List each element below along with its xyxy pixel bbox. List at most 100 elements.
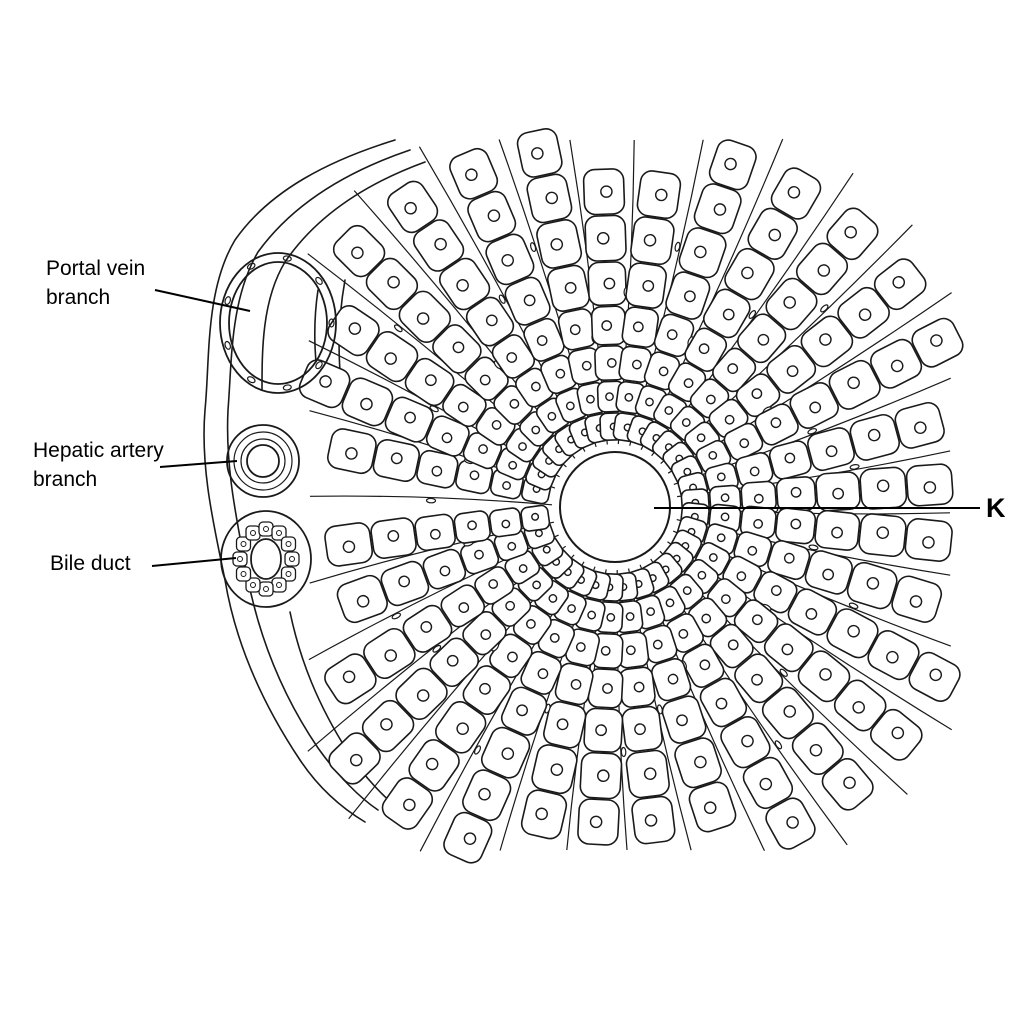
sinusoid-nucleus: [473, 745, 482, 755]
hepatocyte: [500, 686, 548, 736]
hepatocyte: [504, 549, 541, 585]
hepatocyte: [449, 147, 499, 200]
hepatocyte: [787, 588, 838, 636]
hepatocyte: [365, 257, 419, 311]
hepatocyte: [807, 427, 855, 472]
hepatic-artery-label: Hepatic artery: [33, 439, 164, 462]
hepatocyte-cord: [443, 564, 598, 864]
hepatocyte: [724, 247, 775, 301]
cholangiocyte: [280, 536, 297, 552]
hepatocyte: [742, 756, 794, 810]
hepatocyte: [684, 327, 728, 372]
hepatocyte: [465, 296, 515, 347]
hepatocyte: [520, 504, 551, 532]
sinusoid-nucleus: [808, 544, 819, 551]
cholangiocyte: [235, 536, 252, 552]
hepatocyte: [332, 224, 386, 278]
hepatocyte: [504, 276, 551, 326]
hepatocyte: [765, 277, 818, 331]
cholangiocyte-nucleus: [240, 571, 247, 577]
hepatocyte: [429, 637, 480, 688]
hepatocyte: [440, 584, 486, 628]
hepatocyte: [408, 739, 460, 792]
hepatocyte: [869, 708, 923, 761]
hepatocyte: [443, 811, 493, 864]
hepatocyte: [414, 513, 456, 552]
hepatocyte-cord: [327, 304, 565, 478]
hepatocyte: [665, 271, 711, 320]
sinusoid-nucleus: [779, 668, 788, 677]
hepatocyte: [681, 643, 725, 688]
hepatocyte: [720, 716, 771, 769]
portal-vein-leader: [154, 289, 251, 312]
hepatocyte: [526, 173, 573, 224]
hepatocyte: [815, 471, 861, 512]
hepatocyte: [859, 466, 908, 510]
hepatocyte: [674, 737, 722, 789]
endothelial-nucleus: [224, 296, 232, 306]
hepatocyte: [546, 264, 591, 312]
hepatocyte: [395, 667, 448, 720]
hepatocyte: [336, 574, 388, 624]
hepatocyte: [797, 650, 851, 703]
hepatocyte: [523, 317, 565, 362]
hepatocyte: [567, 347, 603, 386]
hepatocyte: [631, 795, 676, 845]
hepatocyte: [712, 347, 757, 393]
hepatocyte: [324, 653, 377, 705]
hepatocyte: [455, 459, 494, 495]
hepatocyte: [462, 665, 512, 716]
portal-vein-label-line2: branch: [46, 286, 111, 309]
hepatocyte: [891, 575, 943, 623]
hepatocyte: [485, 233, 535, 286]
hepatocyte-cord: [625, 567, 737, 833]
hepatocyte: [699, 677, 748, 728]
cholangiocyte-nucleus: [276, 530, 282, 536]
hepatocyte: [837, 286, 890, 339]
hepatocyte: [908, 651, 961, 702]
hepatic-artery-lumen: [246, 444, 280, 478]
hepatocyte: [520, 650, 562, 695]
hepatocyte: [849, 413, 900, 461]
central-vein-label: K: [986, 493, 1006, 523]
sinusoid-nucleus: [748, 310, 757, 319]
hepatocyte: [565, 628, 600, 667]
endothelial-nucleus: [282, 255, 292, 262]
hepatocyte: [621, 705, 663, 753]
hepatocyte: [412, 219, 465, 272]
hepatocyte: [678, 227, 727, 279]
hepatocyte: [739, 505, 777, 539]
hepatocyte: [804, 550, 853, 595]
cholangiocyte: [258, 581, 274, 597]
hepatocyte-cord: [324, 535, 564, 705]
hepatocyte: [828, 359, 881, 410]
cholangiocyte: [258, 521, 274, 537]
hepatocyte: [520, 789, 568, 840]
cholangiocyte: [280, 566, 297, 582]
hepatocyte-cord: [612, 170, 682, 443]
hepatocyte: [398, 290, 452, 344]
hepatocyte: [846, 561, 898, 610]
sinusoid-nucleus: [530, 242, 537, 253]
sinusoid-nucleus: [432, 644, 442, 653]
hepatocyte: [386, 180, 439, 234]
hepatocyte: [791, 722, 844, 776]
hepatocyte: [554, 662, 594, 706]
hepatocyte: [795, 242, 849, 296]
hepatocyte-cord: [327, 428, 552, 505]
cholangiocyte-nucleus: [263, 526, 269, 532]
cholangiocyte-nucleus: [250, 530, 256, 536]
hepatocyte: [702, 288, 751, 339]
hepatocyte: [587, 261, 627, 307]
hepatocyte: [761, 686, 814, 740]
cholangiocyte: [245, 577, 261, 593]
hepatocyte: [870, 338, 923, 389]
hepatocyte: [723, 422, 764, 461]
hepatocyte: [747, 207, 798, 260]
hepatocyte-cord: [516, 128, 613, 444]
hepatocyte: [361, 699, 415, 753]
hepatocyte: [583, 707, 624, 753]
hepatocyte: [867, 630, 920, 681]
hepatocyte: [763, 623, 814, 673]
